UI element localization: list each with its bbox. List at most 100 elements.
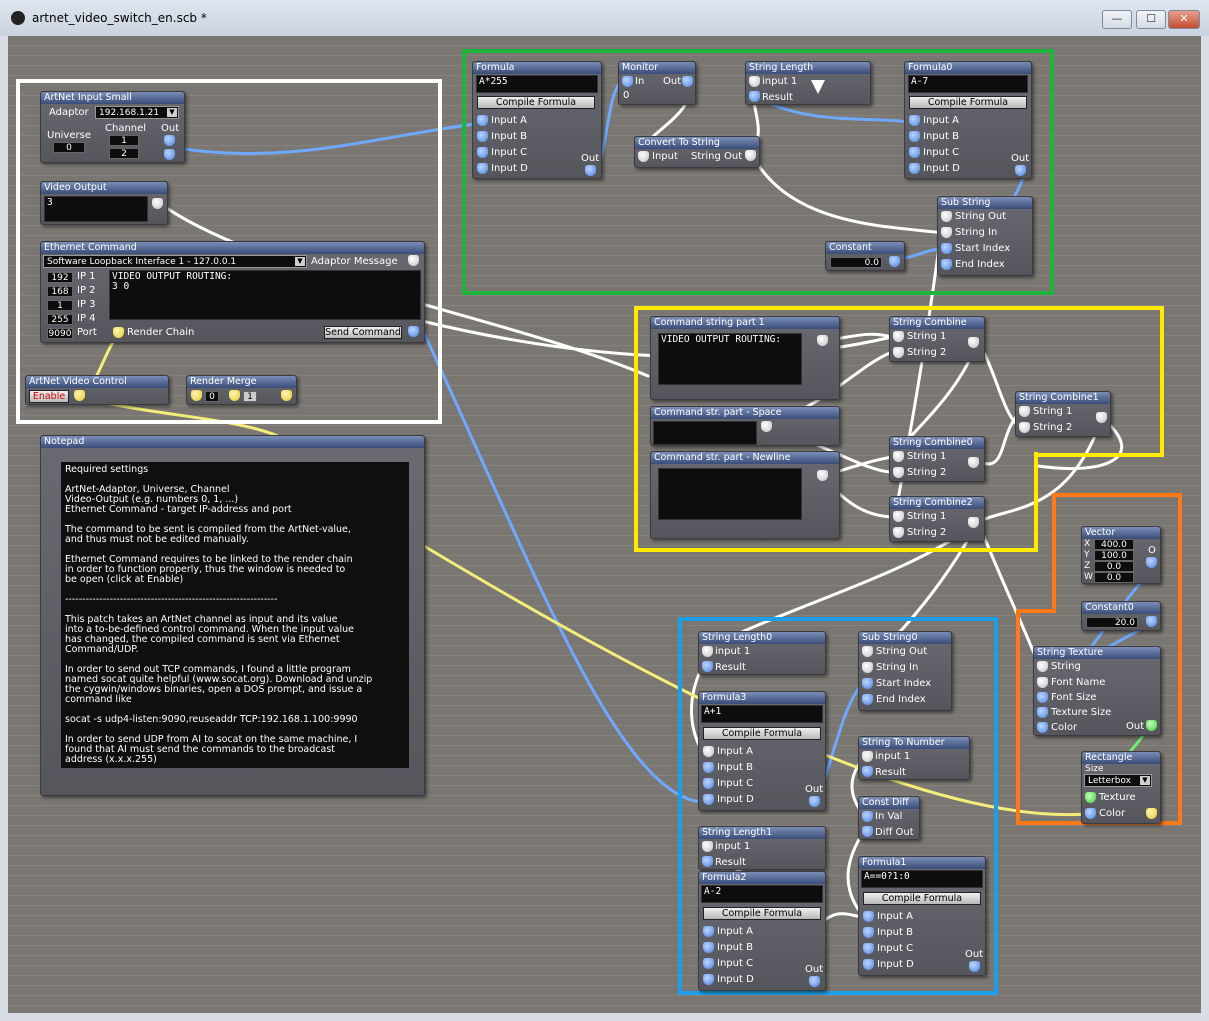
input-1-pin[interactable]	[702, 841, 713, 852]
node-artnet-video-control[interactable]: ArtNet Video Control Enable	[25, 375, 169, 405]
input-d-pin[interactable]	[863, 959, 874, 970]
out-pin[interactable]	[1096, 412, 1107, 423]
command-space-pin[interactable]	[761, 421, 772, 432]
end-index-pin[interactable]	[862, 694, 873, 705]
node-convert-to-string[interactable]: Convert To String Input String Out	[634, 136, 760, 168]
control-pin[interactable]	[74, 390, 85, 401]
vector-w[interactable]: 0.0	[1094, 572, 1134, 583]
node-title[interactable]: Formula1	[859, 857, 985, 869]
node-title[interactable]: Sub String0	[859, 632, 951, 644]
node-title[interactable]: Sub String	[938, 197, 1032, 209]
node-string-texture[interactable]: String Texture String Font Name Font Siz…	[1033, 646, 1161, 736]
node-formula[interactable]: Formula A*255 Compile Formula Input A In…	[472, 61, 602, 179]
compile-formula-button[interactable]: Compile Formula	[909, 96, 1027, 109]
formula2-expr[interactable]: A-2	[701, 885, 823, 903]
node-constant0[interactable]: Constant0 20.0	[1081, 601, 1161, 631]
node-title[interactable]: Ethernet Command	[41, 242, 424, 254]
formula0-expr[interactable]: A-7	[908, 75, 1028, 93]
node-title[interactable]: String Texture	[1034, 647, 1160, 659]
node-title[interactable]: Monitor	[619, 62, 695, 74]
constant-out-pin[interactable]	[889, 256, 900, 267]
constant0-out-pin[interactable]	[1146, 616, 1157, 627]
node-sub-string0[interactable]: Sub String0 String Out String In Start I…	[858, 631, 952, 711]
ip3-field[interactable]: 1	[47, 300, 73, 311]
vector-out-pin[interactable]	[1146, 557, 1157, 568]
close-button[interactable]: ✕	[1168, 10, 1200, 29]
string-2-pin[interactable]	[893, 467, 904, 478]
node-title[interactable]: String Combine2	[890, 497, 984, 509]
string-pin[interactable]	[1037, 661, 1048, 672]
string-1-pin[interactable]	[1019, 406, 1030, 417]
string-2-pin[interactable]	[1019, 422, 1030, 433]
node-string-length1[interactable]: String Length1 input 1 Result	[698, 826, 826, 870]
constant0-value[interactable]: 20.0	[1086, 617, 1138, 628]
node-command-newline[interactable]: Command str. part - Newline	[650, 451, 840, 539]
diff-out-pin[interactable]	[862, 826, 873, 837]
universe-field[interactable]: 0	[53, 142, 85, 153]
node-title[interactable]: ArtNet Video Control	[26, 376, 168, 388]
start-index-pin[interactable]	[941, 243, 952, 254]
node-ethernet-command[interactable]: Ethernet Command Software Loopback Inter…	[40, 241, 425, 343]
node-title[interactable]: Convert To String	[635, 137, 759, 149]
compile-formula-button[interactable]: Compile Formula	[477, 96, 595, 109]
result-pin[interactable]	[749, 91, 760, 102]
input-a-pin[interactable]	[863, 911, 874, 922]
color-pin[interactable]	[1085, 808, 1096, 819]
merge-value-1[interactable]: 1	[243, 391, 257, 402]
input-d-pin[interactable]	[703, 974, 714, 985]
size-select[interactable]: Letterbox▼	[1084, 774, 1152, 787]
node-title[interactable]: Notepad	[41, 436, 424, 448]
minimize-button[interactable]: —	[1102, 10, 1132, 29]
node-title[interactable]: Formula	[473, 62, 601, 74]
result-pin[interactable]	[862, 766, 873, 777]
ethernet-out-pin[interactable]	[408, 326, 419, 337]
input-d-pin[interactable]	[909, 163, 920, 174]
input-1-pin[interactable]	[749, 76, 760, 87]
input-a-pin[interactable]	[909, 115, 920, 126]
texture-pin[interactable]	[1085, 792, 1096, 803]
node-notepad[interactable]: Notepad Required settings ArtNet-Adaptor…	[40, 435, 425, 796]
result-pin[interactable]	[702, 856, 713, 867]
command-part1-text[interactable]: VIDEO OUTPUT ROUTING:	[658, 333, 802, 385]
string-1-pin[interactable]	[893, 451, 904, 462]
rectangle-out-pin[interactable]	[1146, 808, 1157, 819]
input-b-pin[interactable]	[477, 131, 488, 142]
node-monitor[interactable]: Monitor In Out 0	[618, 61, 696, 105]
out-pin[interactable]	[969, 961, 980, 972]
node-title[interactable]: Video Output	[41, 182, 167, 194]
node-sub-string[interactable]: Sub String String Out String In Start In…	[937, 196, 1033, 276]
node-formula2[interactable]: Formula2 A-2 Compile Formula Input A Inp…	[698, 871, 826, 991]
node-rectangle[interactable]: Rectangle Size Letterbox▼ Texture Color	[1081, 751, 1161, 824]
command-space-text[interactable]	[653, 421, 757, 445]
video-output-pin[interactable]	[152, 198, 163, 209]
interface-select[interactable]: Software Loopback Interface 1 - 127.0.0.…	[43, 255, 307, 268]
out-pin[interactable]	[1015, 165, 1026, 176]
out-pin[interactable]	[585, 165, 596, 176]
node-title[interactable]: Const Diff	[859, 797, 919, 809]
in-pin[interactable]	[622, 76, 633, 87]
node-formula0[interactable]: Formula0 A-7 Compile Formula Input A Inp…	[904, 61, 1032, 179]
input-d-pin[interactable]	[477, 163, 488, 174]
start-index-pin[interactable]	[862, 678, 873, 689]
node-video-output[interactable]: Video Output 3	[40, 181, 168, 225]
send-command-button[interactable]: Send Command	[324, 326, 402, 339]
node-title[interactable]: String To Number	[859, 737, 969, 749]
texture-out-pin[interactable]	[1146, 720, 1157, 731]
string-1-pin[interactable]	[893, 331, 904, 342]
node-title[interactable]: Formula2	[699, 872, 825, 884]
maximize-button[interactable]: ☐	[1136, 10, 1166, 29]
node-command-space[interactable]: Command str. part - Space	[650, 406, 840, 446]
out-pin-1[interactable]	[164, 135, 175, 146]
vector-x[interactable]: 400.0	[1094, 539, 1134, 550]
out-pin[interactable]	[809, 796, 820, 807]
out-pin[interactable]	[968, 457, 979, 468]
notepad-text[interactable]: Required settings ArtNet-Adaptor, Univer…	[61, 462, 409, 768]
merge-pin-0[interactable]	[191, 390, 202, 401]
out-pin[interactable]	[968, 337, 979, 348]
out-pin[interactable]	[809, 976, 820, 987]
node-title[interactable]: String Combine1	[1016, 392, 1110, 404]
font-size-pin[interactable]	[1037, 692, 1048, 703]
input-b-pin[interactable]	[909, 131, 920, 142]
result-pin[interactable]	[702, 661, 713, 672]
adaptor-select[interactable]: 192.168.1.21▼	[95, 106, 179, 119]
